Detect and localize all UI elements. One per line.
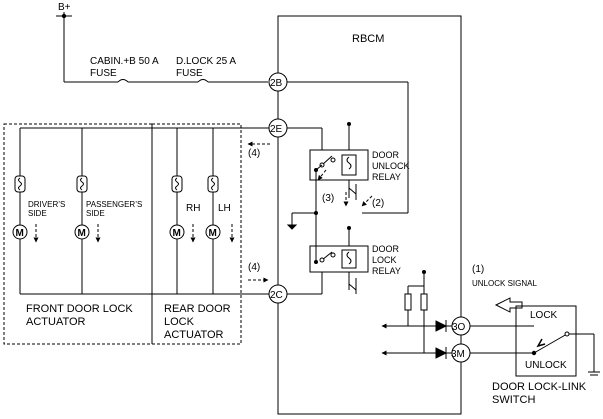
svg-text:M: M [78,228,86,239]
signal-arrows [381,323,400,356]
dlock-fuse: D.LOCK 25 A FUSE [176,56,236,79]
rear-group-label-1: REAR DOOR [164,303,231,315]
unlock-signal-arrow-icon [494,297,523,313]
marker-3: (3) [322,193,334,204]
door-unlock-relay-label: DOOR UNLOCK RELAY [372,150,410,182]
svg-text:DOOR: DOOR [372,244,400,254]
switch-open-contact [564,331,570,337]
svg-text:UNLOCK: UNLOCK [372,161,410,171]
door-lock-relay-label: DOOR LOCK RELAY [372,244,401,276]
svg-text:RELAY: RELAY [372,266,401,276]
svg-text:3O: 3O [452,322,466,333]
motor-current-arrows [33,141,270,283]
svg-text:3M: 3M [451,349,465,360]
marker-4b: (4) [248,262,260,273]
signal-resistor-1 [404,293,412,311]
front-group-label-1: FRONT DOOR LOCK [26,303,133,315]
marker-4a: (4) [248,148,260,159]
pin-3o: 3O [451,316,471,336]
driver-side-label-1: DRIVER’S [28,200,65,209]
rbcm-module-box [277,15,462,415]
switch-name-label-1: DOOR LOCK-LINK [492,381,587,393]
rbcm-title: RBCM [352,33,384,45]
battery-supply-line [56,12,268,83]
passenger-side-label-2: SIDE [86,209,105,218]
pin-2e: 2E [268,118,288,138]
svg-text:M: M [209,228,217,239]
svg-text:LOCK: LOCK [372,255,397,265]
rh-motor: M [169,175,185,240]
cabin-fuse: CABIN.+B 50 A FUSE [90,56,159,79]
svg-text:RELAY: RELAY [372,172,401,182]
driver-side-motor: M [12,175,28,240]
pin-2b: 2B [268,72,288,92]
rbcm-internal-wiring [286,81,452,354]
signal-junction-dot [422,270,426,274]
dlock-fuse-label: FUSE [176,68,203,79]
switch-lock-label: LOCK [530,310,558,321]
rh-label: RH [186,203,200,214]
battery-label: B+ [58,2,71,13]
switch-name-label-2: SWITCH [492,394,535,406]
pin-2c: 2C [268,284,288,304]
ground-junction-dot [314,211,318,215]
svg-text:M: M [16,228,24,239]
rear-actuator-group [151,123,242,345]
unlock-signal-label: UNLOCK SIGNAL [472,279,537,288]
current-flow-arrows-internal [317,169,373,207]
cabin-fuse-label: FUSE [90,68,117,79]
relay-transistors [348,184,357,294]
door-lock-link-switch [470,305,600,377]
dlock-fuse-rating: D.LOCK 25 A [176,56,236,67]
marker-2: (2) [372,198,384,209]
relay-feed-dot [347,122,351,126]
marker-1: (1) [472,264,484,275]
door-lock-relay [309,245,369,273]
passenger-side-label-1: PASSENGER’S [86,200,142,209]
switch-unlock-label: UNLOCK [525,360,567,371]
svg-text:2B: 2B [270,78,283,89]
pin-3m: 3M [451,343,471,363]
signal-resistor-2 [420,293,428,311]
input-diodes [435,320,448,359]
passenger-side-motor: M [74,175,90,240]
svg-text:M: M [173,228,181,239]
driver-side-label-2: SIDE [28,209,47,218]
lh-label: LH [218,203,231,214]
switch-contact-dot [531,350,537,356]
rear-group-label-2: LOCK [164,316,195,328]
lh-motor: M [205,175,221,240]
svg-text:2E: 2E [270,124,283,135]
battery-junction-dot [61,13,67,19]
rear-group-label-3: ACTUATOR [164,329,224,341]
actuator-bus-wiring [19,127,269,295]
door-unlock-relay [309,149,369,181]
front-group-label-2: ACTUATOR [26,316,86,328]
cabin-fuse-rating: CABIN.+B 50 A [90,56,159,67]
svg-text:2C: 2C [270,290,283,301]
svg-text:DOOR: DOOR [372,150,400,160]
switch-action-icon [536,338,546,348]
relay-feed-dot-2 [347,226,351,230]
